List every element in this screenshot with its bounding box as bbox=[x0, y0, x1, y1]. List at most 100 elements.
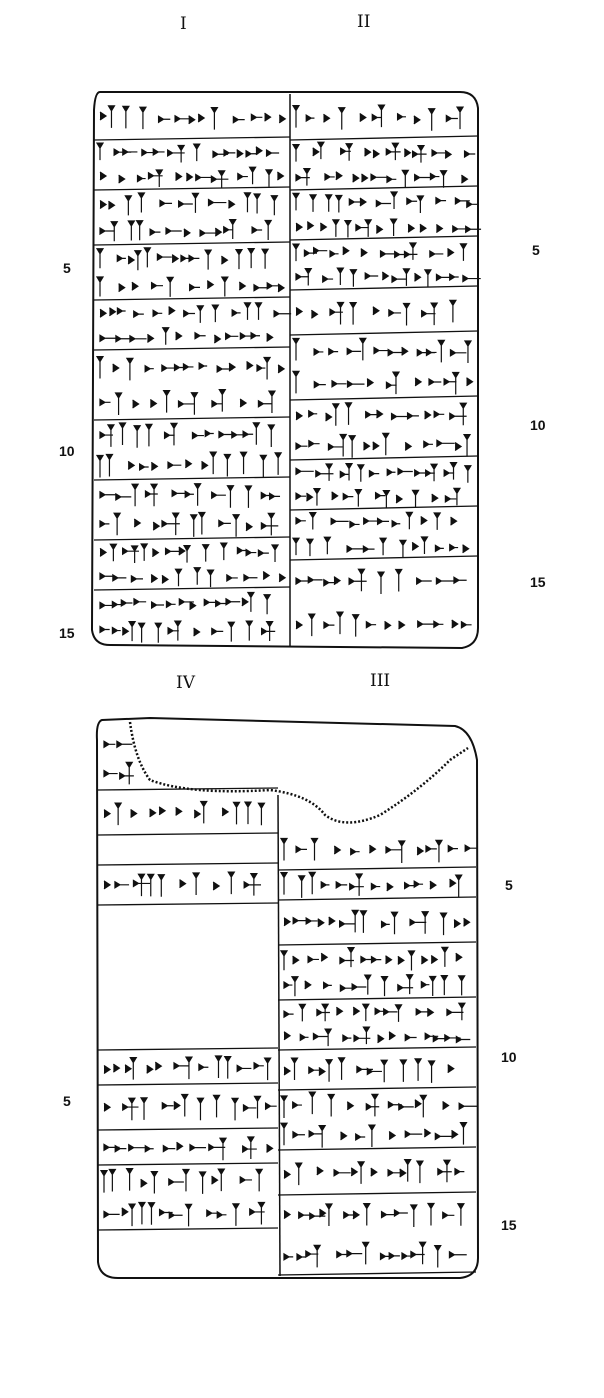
cuneiform-wedge bbox=[427, 1060, 436, 1083]
cuneiform-wedge bbox=[291, 243, 301, 262]
cuneiform-wedge bbox=[291, 370, 301, 394]
column-label-iii: III bbox=[370, 671, 391, 691]
cuneiform-wedge bbox=[149, 228, 161, 237]
reverse-signs bbox=[99, 740, 478, 1268]
cuneiform-wedge bbox=[362, 1202, 371, 1226]
cuneiform-wedge bbox=[193, 809, 202, 819]
cuneiform-wedge bbox=[379, 537, 388, 556]
cuneiform-wedge bbox=[230, 1097, 240, 1121]
cuneiform-wedge bbox=[407, 223, 416, 233]
cuneiform-wedge bbox=[239, 451, 248, 475]
cuneiform-wedge bbox=[397, 955, 405, 965]
cuneiform-wedge bbox=[232, 801, 241, 825]
cuneiform-wedge bbox=[425, 469, 435, 478]
cuneiform-wedge bbox=[440, 975, 449, 996]
cuneiform-wedge bbox=[406, 411, 419, 420]
cuneiform-wedge bbox=[336, 1006, 344, 1016]
cuneiform-wedge bbox=[352, 1210, 361, 1220]
cuneiform-wedge bbox=[269, 492, 281, 501]
cuneiform-wedge bbox=[308, 439, 320, 448]
cuneiform-wedge bbox=[308, 409, 318, 418]
cuneiform-wedge bbox=[130, 574, 143, 583]
cuneiform-wedge bbox=[201, 460, 209, 470]
cuneiform-wedge bbox=[313, 246, 328, 255]
cuneiform-wedge bbox=[197, 511, 206, 535]
cuneiform-wedge bbox=[283, 917, 292, 927]
cuneiform-wedge bbox=[390, 911, 399, 935]
cuneiform-wedge bbox=[264, 219, 273, 240]
cuneiform-wedge bbox=[270, 544, 280, 563]
cuneiform-wedge bbox=[423, 1128, 432, 1138]
cuneiform-wedge bbox=[466, 377, 474, 387]
column-label-iv: IV bbox=[176, 673, 195, 693]
cuneiform-wedge bbox=[337, 107, 346, 130]
cuneiform-wedge bbox=[161, 1101, 174, 1110]
cuneiform-wedge bbox=[383, 1007, 398, 1016]
cuneiform-wedge bbox=[363, 517, 379, 526]
cuneiform-wedge bbox=[420, 980, 430, 989]
cuneiform-wedge bbox=[323, 536, 332, 555]
cuneiform-wedge bbox=[436, 439, 455, 448]
cuneiform-wedge bbox=[411, 489, 420, 508]
cuneiform-wedge bbox=[279, 1122, 289, 1146]
cuneiform-wedge bbox=[211, 399, 223, 408]
cuneiform-wedge bbox=[320, 880, 330, 889]
cuneiform-wedge bbox=[313, 347, 324, 356]
cuneiform-wedge bbox=[393, 1208, 408, 1218]
cuneiform-wedge bbox=[457, 1002, 466, 1021]
cuneiform-wedge bbox=[295, 492, 307, 501]
cuneiform-wedge bbox=[121, 105, 130, 129]
cuneiform-wedge bbox=[384, 620, 392, 630]
cuneiform-wedge bbox=[108, 1168, 117, 1192]
cuneiform-wedge bbox=[129, 334, 147, 343]
cuneiform-wedge bbox=[204, 249, 213, 270]
cuneiform-wedge bbox=[339, 919, 356, 928]
cuneiform-wedge bbox=[377, 1034, 385, 1044]
cuneiform-wedge bbox=[168, 1211, 183, 1220]
cuneiform-wedge bbox=[429, 172, 440, 181]
cuneiform-wedge bbox=[138, 106, 147, 130]
cuneiform-wedge bbox=[171, 254, 180, 264]
cuneiform-wedge bbox=[413, 115, 421, 125]
cuneiform-wedge bbox=[295, 307, 304, 317]
cuneiform-wedge bbox=[428, 377, 442, 387]
cuneiform-wedge bbox=[267, 512, 276, 536]
cuneiform-wedge bbox=[346, 544, 365, 553]
cuneiform-wedge bbox=[322, 274, 334, 284]
cuneiform-wedge bbox=[363, 441, 371, 451]
cuneiform-wedge bbox=[135, 220, 144, 241]
ruling-line bbox=[289, 505, 479, 511]
cuneiform-wedge bbox=[125, 761, 134, 785]
cuneiform-wedge bbox=[455, 106, 465, 130]
cuneiform-wedge bbox=[335, 880, 348, 889]
cuneiform-wedge bbox=[131, 281, 139, 291]
cuneiform-wedge bbox=[443, 377, 457, 386]
cuneiform-wedge bbox=[295, 442, 308, 451]
cuneiform-wedge bbox=[349, 520, 360, 529]
cuneiform-wedge bbox=[161, 519, 180, 528]
cuneiform-wedge bbox=[242, 1103, 257, 1112]
cuneiform-wedge bbox=[183, 228, 191, 238]
cuneiform-wedge bbox=[365, 1102, 380, 1111]
cuneiform-wedge bbox=[353, 1034, 371, 1043]
cuneiform-wedge bbox=[461, 174, 469, 184]
cuneiform-wedge bbox=[191, 431, 204, 440]
cuneiform-wedge bbox=[323, 621, 335, 630]
cuneiform-wedge bbox=[243, 192, 252, 213]
cuneiform-wedge bbox=[377, 104, 386, 128]
cuneiform-wedge bbox=[274, 452, 283, 475]
cuneiform-wedge bbox=[192, 143, 201, 162]
cuneiform-wedge bbox=[425, 348, 437, 357]
cuneiform-wedge bbox=[173, 1061, 189, 1070]
cuneiform-wedge bbox=[114, 880, 130, 889]
cuneiform-wedge bbox=[149, 399, 158, 409]
cuneiform-wedge bbox=[291, 537, 301, 556]
cuneiform-wedge bbox=[137, 1201, 146, 1225]
cuneiform-wedge bbox=[232, 115, 245, 124]
cuneiform-wedge bbox=[128, 620, 137, 642]
obverse-ruling-lines bbox=[93, 135, 479, 591]
cuneiform-wedge bbox=[386, 882, 394, 892]
reverse-break-line bbox=[128, 721, 469, 824]
cuneiform-wedge bbox=[376, 409, 384, 419]
cuneiform-wedge bbox=[243, 801, 253, 825]
